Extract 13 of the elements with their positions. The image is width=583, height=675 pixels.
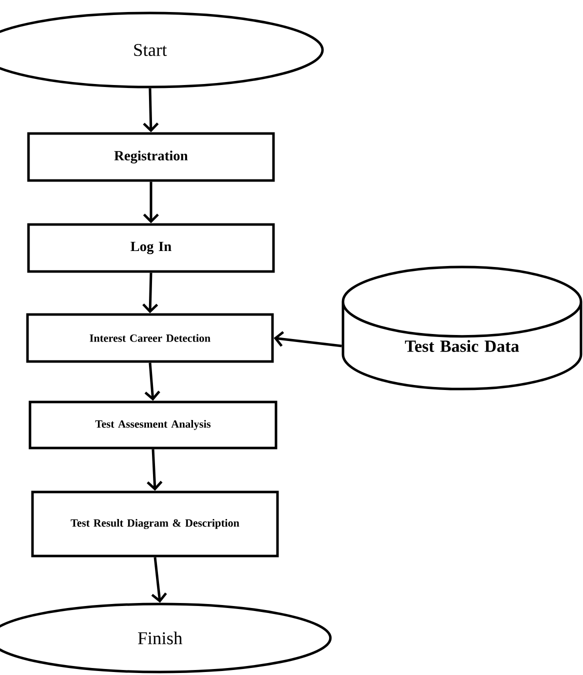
process-box: Log In [27, 223, 275, 273]
arrow [142, 88, 159, 132]
process-box: Registration [27, 132, 275, 182]
arrow [143, 182, 159, 224]
process-box: Test Result Diagram & Description [31, 490, 279, 558]
process-box: Test Assesment Analysis [28, 400, 278, 450]
database-cylinder: Test Basic Data [342, 266, 582, 390]
arrow [146, 449, 162, 491]
arrow [151, 557, 167, 603]
arrow [144, 362, 160, 401]
arrow [274, 331, 342, 348]
process-box: Interest Career Detection [26, 313, 274, 363]
arrow [142, 272, 158, 314]
